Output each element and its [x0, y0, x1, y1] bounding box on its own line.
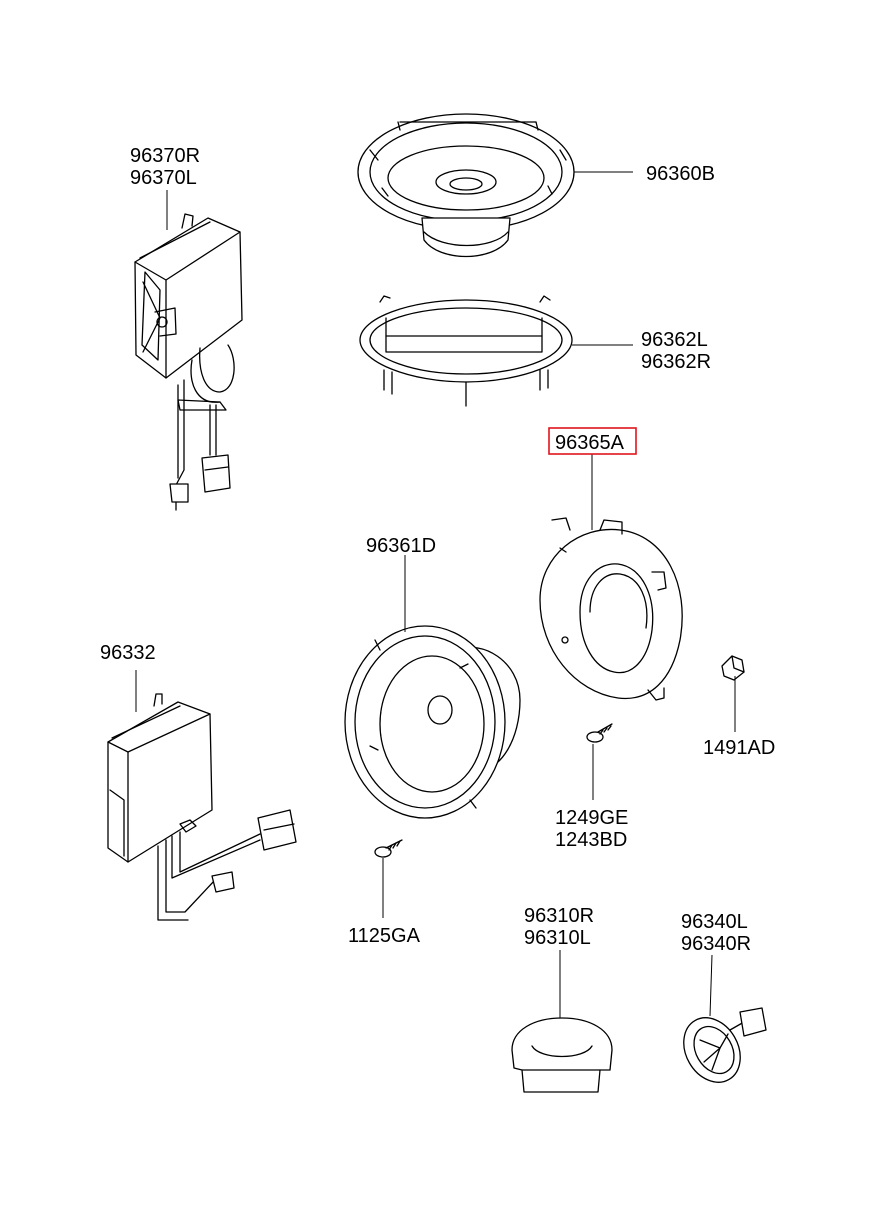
- part-number-96332[interactable]: 96332: [100, 642, 156, 664]
- part-number-1249GE[interactable]: 1249GE: [555, 807, 628, 829]
- amplifier-illustration: [107, 693, 297, 921]
- tapping-screw-illustration: [586, 723, 613, 743]
- part-number-96362L[interactable]: 96362L: [641, 329, 708, 351]
- highlight-box: [548, 427, 637, 455]
- part-number-96361D[interactable]: 96361D: [366, 535, 436, 557]
- part-number-96370L[interactable]: 96370L: [130, 167, 197, 189]
- part-number-96365A[interactable]: 96365A: [555, 432, 625, 454]
- part-number-96362R[interactable]: 96362R: [641, 351, 711, 373]
- door-speaker-illustration: [344, 625, 521, 819]
- tweeter-cover-illustration: [511, 1017, 613, 1093]
- front-speaker-illustration: [357, 113, 575, 258]
- part-number-1491AD[interactable]: 1491AD: [703, 737, 775, 759]
- screw-illustration: [374, 839, 403, 858]
- part-number-1125GA[interactable]: 1125GA: [348, 925, 421, 947]
- part-number-96370R[interactable]: 96370R: [130, 145, 200, 167]
- part-number-96310R[interactable]: 96310R: [524, 905, 594, 927]
- part-number-96340R[interactable]: 96340R: [681, 933, 751, 955]
- part-number-1243BD[interactable]: 1243BD: [555, 829, 627, 851]
- clip-illustration: [721, 655, 745, 681]
- part-number-96340L[interactable]: 96340L: [681, 911, 748, 933]
- tweeter-illustration: [683, 1007, 767, 1083]
- tweeter-amp-illustration: [134, 213, 243, 511]
- speaker-adapter-illustration: [539, 517, 683, 701]
- part-number-96310L[interactable]: 96310L: [524, 927, 591, 949]
- speaker-bracket-illustration: [359, 295, 573, 407]
- part-number-96360B[interactable]: 96360B: [646, 163, 715, 185]
